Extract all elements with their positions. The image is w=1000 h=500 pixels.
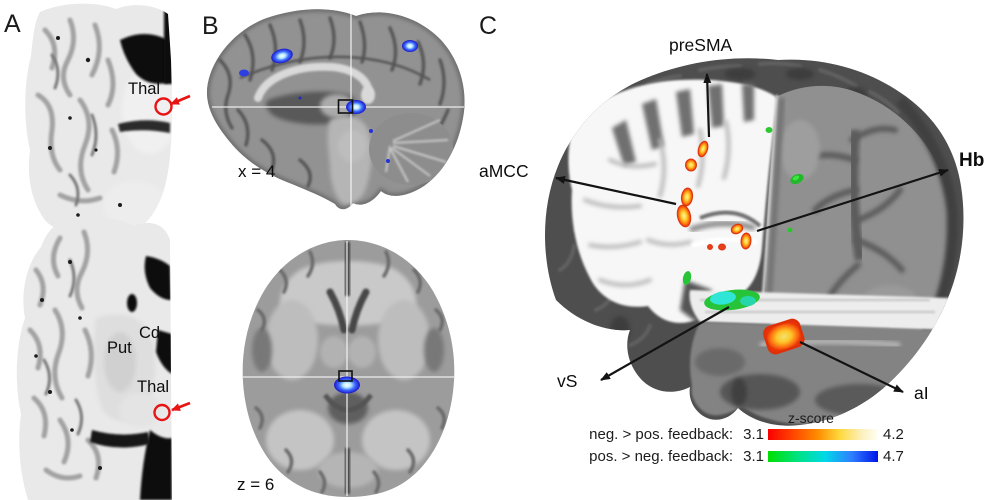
legend-title: z-score: [788, 410, 834, 426]
legend-label-pos: pos. > neg. feedback:: [589, 448, 733, 465]
legend-row-positive: pos. > neg. feedback: 3.1 4.7: [555, 448, 904, 465]
hb-arrow: [756, 168, 949, 233]
sagittal-slice-art: [206, 9, 465, 210]
hot-activation-clusters: [676, 140, 752, 251]
vs-arrow: [600, 306, 730, 381]
ai-arrow: [799, 341, 904, 393]
legend-row-negative: neg. > pos. feedback: 3.1 4.2: [555, 426, 904, 443]
blue-activation-clusters-sagittal: [239, 40, 418, 163]
thal-label-lower: Thal: [137, 378, 170, 396]
coronal-slice-upper-art: [25, 3, 191, 234]
panel-c-letter: C: [479, 12, 498, 40]
cool-colorbar: [768, 451, 878, 462]
thal-arrow-lower: [171, 401, 191, 412]
voi-box-sagittal: [337, 99, 354, 114]
z-score-legend: z-score neg. > pos. feedback: 3.1 4.2 po…: [555, 410, 935, 472]
voi-box-axial: [338, 370, 353, 382]
legend-min-pos: 3.1: [743, 448, 764, 465]
panel-a-letter: A: [4, 10, 21, 38]
presma-label: preSMA: [669, 35, 733, 55]
render-3d-brain-art: [545, 58, 964, 426]
ai-activation-cluster: [763, 318, 805, 355]
hot-colorbar: [768, 429, 878, 440]
vs-label: vS: [557, 371, 578, 391]
ai-label: aI: [914, 383, 929, 403]
put-label: Put: [107, 339, 132, 357]
cool-activation-clusters: [682, 127, 804, 311]
panel-b-letter: B: [202, 12, 219, 40]
blue-activation-cluster-axial: [334, 376, 360, 394]
axial-slice-art: [242, 240, 455, 497]
legend-max-neg: 4.2: [883, 426, 904, 443]
amcc-arrow: [555, 175, 677, 206]
legend-max-pos: 4.7: [883, 448, 904, 465]
thal-arrow-upper: [170, 94, 191, 106]
axial-coordinate-label: z = 6: [237, 475, 275, 494]
thal-circle-marker-lower: [153, 403, 171, 422]
legend-min-neg: 3.1: [743, 426, 764, 443]
coronal-slice-lower-art: [16, 217, 191, 500]
amcc-label: aMCC: [479, 161, 529, 181]
sagittal-coordinate-label: x = 4: [238, 162, 276, 181]
hb-label: Hb: [959, 150, 985, 171]
thal-label-upper: Thal: [128, 80, 161, 98]
legend-label-neg: neg. > pos. feedback:: [589, 426, 733, 443]
cd-label: Cd: [139, 324, 161, 342]
presma-arrow: [703, 73, 712, 138]
thal-circle-marker-upper: [154, 97, 173, 116]
annotation-arrows: [555, 73, 949, 393]
